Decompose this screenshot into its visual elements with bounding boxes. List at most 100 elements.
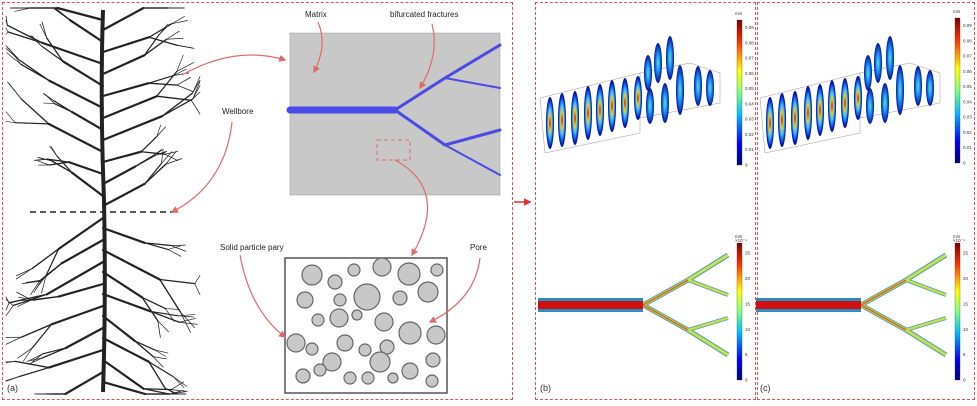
particle <box>425 352 441 368</box>
tree-branch <box>5 299 14 306</box>
velocity-slice <box>634 76 642 120</box>
velocity-slice <box>694 66 702 106</box>
tree-branch <box>101 292 152 313</box>
colorbar-tick: 25 <box>963 251 969 256</box>
particle <box>333 293 347 307</box>
particle <box>347 263 361 277</box>
particle <box>397 262 421 286</box>
tree-branch <box>8 83 22 100</box>
tree-branch <box>141 296 159 322</box>
tree-branch <box>158 23 168 36</box>
velocity-slice <box>926 70 934 106</box>
tree-branch <box>154 349 169 354</box>
tree-branch <box>190 99 201 115</box>
colorbar-tick: 0.08 <box>963 38 972 43</box>
colorbar-tick: 0.09 <box>745 25 754 30</box>
velocity-slice <box>841 78 849 128</box>
tree-branch <box>47 348 105 369</box>
tree-branch <box>39 23 48 39</box>
tree-branch <box>161 148 164 164</box>
tree-branch <box>57 282 105 298</box>
tree-branch <box>64 326 105 350</box>
tree-branch <box>101 358 145 390</box>
velocity-slice <box>766 97 774 149</box>
colorbars: m/s00.010.020.030.040.050.060.070.080.09… <box>735 9 972 383</box>
tree-branch <box>169 391 186 395</box>
tree-branch <box>5 336 22 345</box>
velocity-slice <box>854 76 862 120</box>
tree-branch <box>156 70 178 97</box>
tree-branch <box>20 323 53 338</box>
tree-branch <box>50 304 105 326</box>
tree-branch <box>176 77 191 86</box>
tree-branch <box>165 151 176 165</box>
velocity-slice <box>881 83 889 123</box>
tree-branch <box>20 98 50 125</box>
tree-branch <box>142 388 170 395</box>
colorbar <box>736 19 743 166</box>
tree-branch <box>15 267 33 280</box>
colorbar-tick: 5 <box>963 352 966 357</box>
tree-branch <box>172 376 185 388</box>
particle <box>425 374 439 388</box>
fracture-flow <box>538 253 729 307</box>
tree-branch <box>143 242 172 247</box>
velocity-slice <box>914 66 922 106</box>
colorbar-tick: 0.04 <box>745 101 754 106</box>
velocity-slice <box>546 97 554 149</box>
tree-branch <box>50 146 58 157</box>
tree-branch <box>21 280 40 285</box>
tree-branch <box>37 160 50 166</box>
panel-b <box>535 2 756 400</box>
velocity-slice <box>706 70 714 106</box>
tree-branch <box>31 323 53 349</box>
colorbar-scale: ×10⁻⁴ <box>735 238 747 243</box>
velocity-slice <box>608 80 616 132</box>
tree-branch <box>148 361 166 389</box>
tree-branch <box>43 102 55 104</box>
fracture-flow <box>756 252 948 308</box>
colorbar-tick: 0.03 <box>745 117 754 122</box>
tree-branch <box>67 161 105 176</box>
particle <box>343 371 357 385</box>
tree-branch <box>167 245 182 250</box>
particle <box>398 321 422 345</box>
tree-branch <box>172 376 188 387</box>
tree-branch <box>171 16 185 25</box>
tree-branch <box>22 347 33 362</box>
particle <box>313 363 327 377</box>
velocity-slice <box>866 88 874 124</box>
tree-branch <box>16 291 32 301</box>
colorbar-tick: 5 <box>745 352 748 357</box>
tree-branch <box>166 37 184 40</box>
label-matrix: Matrix <box>305 10 327 19</box>
tree-branch <box>170 245 187 252</box>
particle <box>387 372 399 384</box>
tree-branch <box>61 60 105 88</box>
colorbar-tick: 20 <box>963 276 969 281</box>
tree-branch <box>156 95 192 101</box>
tree-branch <box>48 161 70 166</box>
tree-branch <box>32 295 60 301</box>
tree-branch <box>71 110 105 132</box>
tree-branch <box>45 94 55 104</box>
velocity-slice <box>804 86 812 140</box>
colorbar-unit: m/s <box>735 11 743 16</box>
tree-branch <box>192 81 201 100</box>
colorbar-tick: 0.01 <box>745 147 754 152</box>
tree-branch <box>25 279 42 283</box>
tree-branch <box>14 7 31 12</box>
pipe-outline <box>759 72 861 154</box>
velocity-slice <box>621 78 629 128</box>
particle <box>311 313 325 327</box>
tree-branch <box>134 155 153 168</box>
tree-branch <box>6 24 43 44</box>
particle <box>361 371 375 385</box>
colorbar <box>736 242 743 381</box>
tree-branch <box>46 37 64 63</box>
tree-branch <box>101 226 146 244</box>
tree-branch <box>14 360 50 369</box>
tree-branch <box>5 376 20 381</box>
tree-branch <box>152 356 167 360</box>
tree-branch <box>177 314 196 317</box>
